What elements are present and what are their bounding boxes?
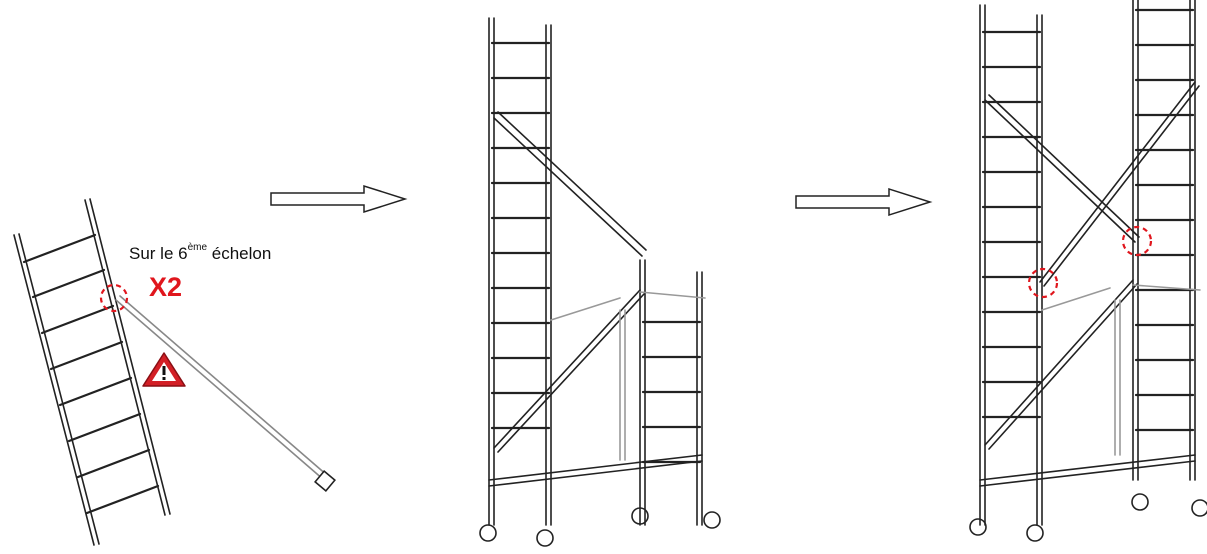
caption-prefix: Sur le 6 (129, 244, 188, 263)
fixing-point-highlight (1121, 225, 1153, 257)
fixing-point-highlight (99, 283, 129, 313)
diagonal-brace (115, 295, 329, 481)
rung-instruction: Sur le 6ème échelon (129, 242, 272, 264)
scaffold-frame-step3 (969, 0, 1207, 542)
scaffold-frame-step2 (479, 17, 721, 547)
brace-clamp (314, 470, 336, 492)
warning-triangle-icon (142, 352, 186, 387)
tilted-ladder (13, 198, 171, 546)
quantity-multiplier: X2 (149, 272, 183, 302)
caption-superscript: ème (187, 242, 208, 254)
right-arrow-icon (795, 187, 933, 217)
right-arrow-icon (270, 184, 408, 214)
caption-suffix: échelon (207, 244, 272, 263)
fixing-point-highlight (1027, 267, 1059, 299)
